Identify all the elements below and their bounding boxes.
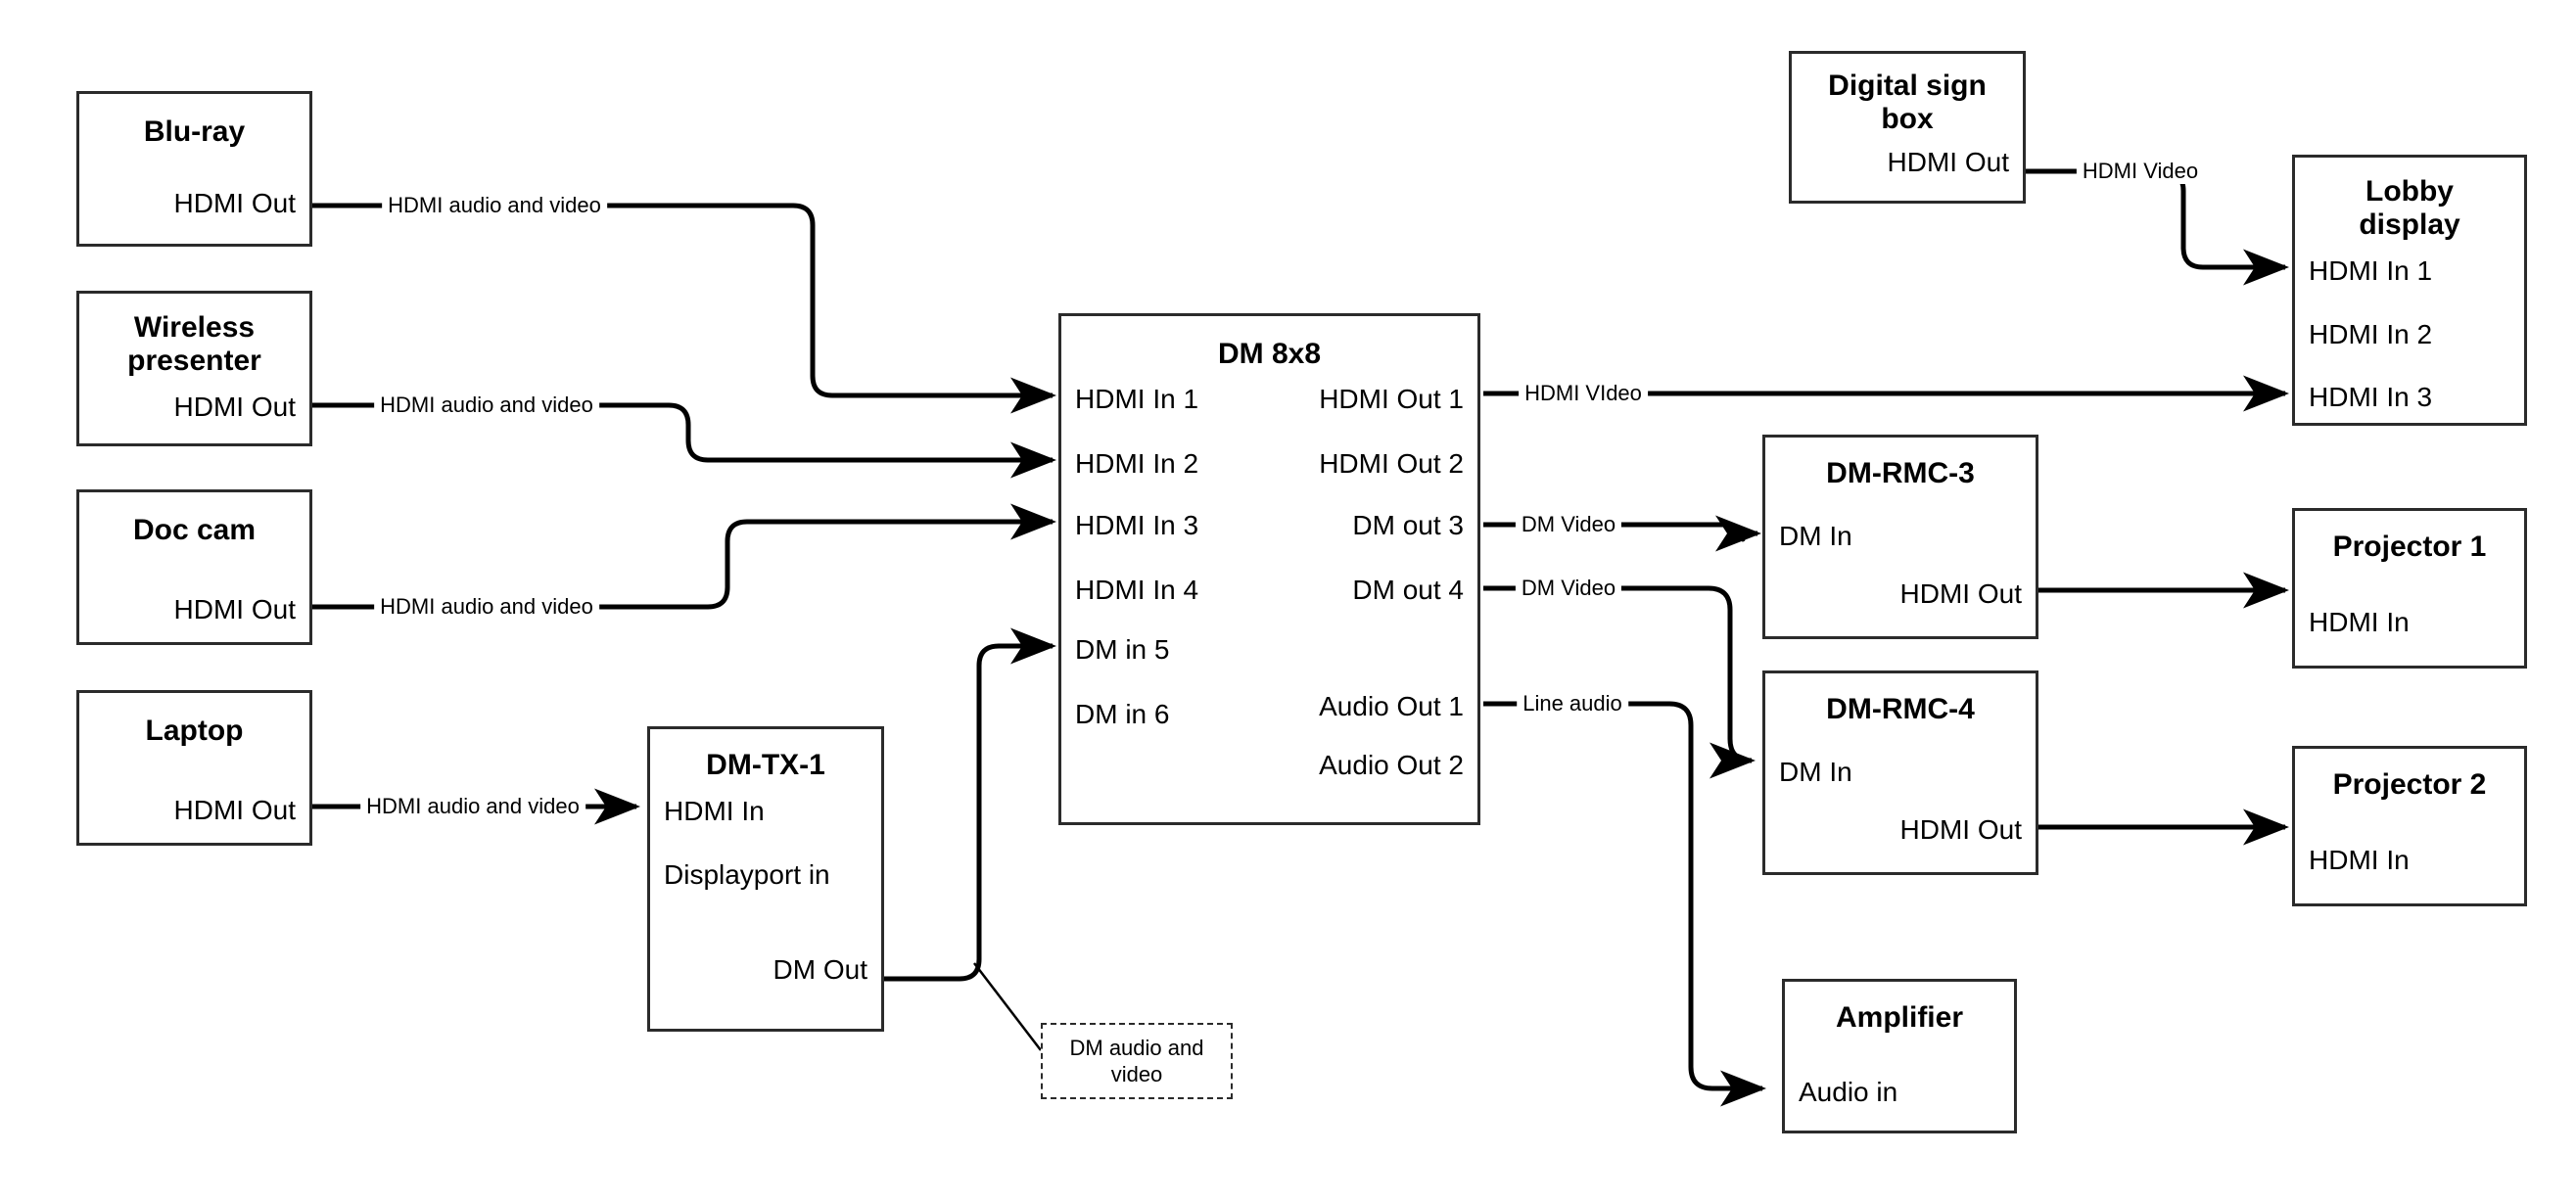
node-bluray-title: Blu-ray (143, 115, 246, 148)
node-dm-8x8-input-hdmi-in-2[interactable]: HDMI In 2 (1075, 448, 1199, 479)
wire-wireless-to-dm8x8 (312, 402, 1056, 479)
wire-dm8x8-out4-to-dmrmc4 (1483, 585, 1756, 779)
node-lobby-display-input-hdmi-in-2[interactable]: HDMI In 2 (2309, 319, 2433, 349)
node-projector-1-title: Projector 1 (2332, 531, 2487, 563)
node-dm-tx-1[interactable]: DM-TX-1 HDMI In Displayport in DM Out (647, 726, 884, 1032)
node-dm-rmc-4[interactable]: DM-RMC-4 DM In HDMI Out (1762, 670, 2038, 875)
wire-label-digitalsign: HDMI Video (2076, 159, 2205, 184)
wire-bluray-to-dm8x8 (312, 203, 1056, 414)
node-doc-cam-port-hdmi-out[interactable]: HDMI Out (173, 594, 296, 624)
node-dm-rmc-4-title: DM-RMC-4 (1826, 693, 1975, 725)
node-dm-8x8-input-hdmi-in-1[interactable]: HDMI In 1 (1075, 384, 1199, 414)
node-dm-tx-1-port-displayport-in[interactable]: Displayport in (664, 859, 830, 890)
wire-dm8x8-audio1-to-amplifier (1483, 701, 1766, 1107)
node-dm-8x8-output-audio-out-2[interactable]: Audio Out 2 (1319, 750, 1464, 780)
node-lobby-display-input-hdmi-in-3[interactable]: HDMI In 3 (2309, 382, 2433, 412)
wire-label-dmout4: DM Video (1515, 576, 1622, 601)
node-laptop[interactable]: Laptop HDMI Out (76, 690, 312, 846)
node-laptop-title: Laptop (145, 715, 244, 747)
callout-dm-audio-video: DM audio and video (1041, 1023, 1233, 1099)
wire-label-wireless: HDMI audio and video (374, 393, 599, 418)
node-dm-rmc-3[interactable]: DM-RMC-3 DM In HDMI Out (1762, 435, 2038, 639)
node-projector-1[interactable]: Projector 1 HDMI In (2292, 508, 2527, 669)
node-dm-8x8-title: DM 8x8 (1217, 338, 1322, 370)
node-dm-8x8-output-dm-out-4[interactable]: DM out 4 (1352, 575, 1464, 605)
wire-label-laptop: HDMI audio and video (360, 794, 585, 819)
node-projector-1-port-hdmi-in[interactable]: HDMI In (2309, 607, 2410, 637)
node-dm-rmc-3-title: DM-RMC-3 (1826, 457, 1975, 489)
wire-label-dmout3: DM Video (1515, 512, 1622, 537)
wire-label-bluray: HDMI audio and video (382, 193, 607, 218)
node-digital-sign-box-title: Digital sign box (1828, 69, 1987, 135)
callout-leader-line (973, 962, 1042, 1051)
callout-dm-audio-video-text: DM audio and video (1069, 1035, 1204, 1087)
node-dm-rmc-3-port-hdmi-out[interactable]: HDMI Out (1899, 578, 2022, 609)
node-doc-cam[interactable]: Doc cam HDMI Out (76, 489, 312, 645)
node-digital-sign-box[interactable]: Digital sign box HDMI Out (1789, 51, 2026, 204)
node-dm-8x8-input-hdmi-in-4[interactable]: HDMI In 4 (1075, 575, 1199, 605)
wire-doccam-to-dm8x8 (312, 503, 1056, 610)
node-wireless-presenter-port-hdmi-out[interactable]: HDMI Out (173, 392, 296, 422)
node-lobby-display-input-hdmi-in-1[interactable]: HDMI In 1 (2309, 255, 2433, 286)
node-wireless-presenter[interactable]: Wireless presenter HDMI Out (76, 291, 312, 446)
node-dm-8x8[interactable]: DM 8x8 HDMI In 1 HDMI In 2 HDMI In 3 HDM… (1058, 313, 1480, 825)
node-dm-tx-1-title: DM-TX-1 (706, 749, 825, 781)
node-dm-tx-1-port-hdmi-in[interactable]: HDMI In (664, 796, 765, 826)
node-lobby-display-title: Lobby display (2359, 175, 2460, 241)
wire-label-dmout1: HDMI VIdeo (1519, 381, 1648, 406)
node-dm-8x8-output-hdmi-out-1[interactable]: HDMI Out 1 (1319, 384, 1464, 414)
wire-dm8x8-out3-to-dmrmc3 (1483, 515, 1761, 552)
node-laptop-port-hdmi-out[interactable]: HDMI Out (173, 795, 296, 825)
node-dm-8x8-output-dm-out-3[interactable]: DM out 3 (1352, 510, 1464, 540)
node-bluray-port-hdmi-out[interactable]: HDMI Out (173, 188, 296, 218)
node-doc-cam-title: Doc cam (132, 514, 257, 546)
node-projector-2-title: Projector 2 (2332, 768, 2487, 801)
wire-label-audioout1: Line audio (1517, 691, 1628, 716)
wire-digitalsign-to-lobby (2026, 168, 2289, 286)
node-amplifier[interactable]: Amplifier Audio in (1782, 979, 2017, 1133)
wire-label-doccam: HDMI audio and video (374, 594, 599, 620)
node-dm-rmc-4-port-hdmi-out[interactable]: HDMI Out (1899, 814, 2022, 845)
node-projector-2[interactable]: Projector 2 HDMI In (2292, 746, 2527, 906)
node-dm-8x8-output-audio-out-1[interactable]: Audio Out 1 (1319, 691, 1464, 721)
node-dm-8x8-input-dm-in-6[interactable]: DM in 6 (1075, 699, 1170, 729)
node-dm-rmc-4-port-dm-in[interactable]: DM In (1779, 757, 1852, 787)
node-lobby-display[interactable]: Lobby display HDMI In 1 HDMI In 2 HDMI I… (2292, 155, 2527, 426)
node-projector-2-port-hdmi-in[interactable]: HDMI In (2309, 845, 2410, 875)
node-wireless-presenter-title: Wireless presenter (127, 311, 261, 377)
wire-dmtx1-to-dm8x8 (884, 627, 1056, 982)
node-bluray[interactable]: Blu-ray HDMI Out (76, 91, 312, 247)
node-digital-sign-box-port-hdmi-out[interactable]: HDMI Out (1887, 147, 2009, 177)
node-dm-8x8-input-dm-in-5[interactable]: DM in 5 (1075, 634, 1170, 665)
node-dm-8x8-input-hdmi-in-3[interactable]: HDMI In 3 (1075, 510, 1199, 540)
node-dm-rmc-3-port-dm-in[interactable]: DM In (1779, 521, 1852, 551)
node-amplifier-port-audio-in[interactable]: Audio in (1799, 1077, 1898, 1107)
node-dm-8x8-output-hdmi-out-2[interactable]: HDMI Out 2 (1319, 448, 1464, 479)
node-amplifier-title: Amplifier (1835, 1001, 1964, 1034)
node-dm-tx-1-port-dm-out[interactable]: DM Out (773, 954, 867, 985)
